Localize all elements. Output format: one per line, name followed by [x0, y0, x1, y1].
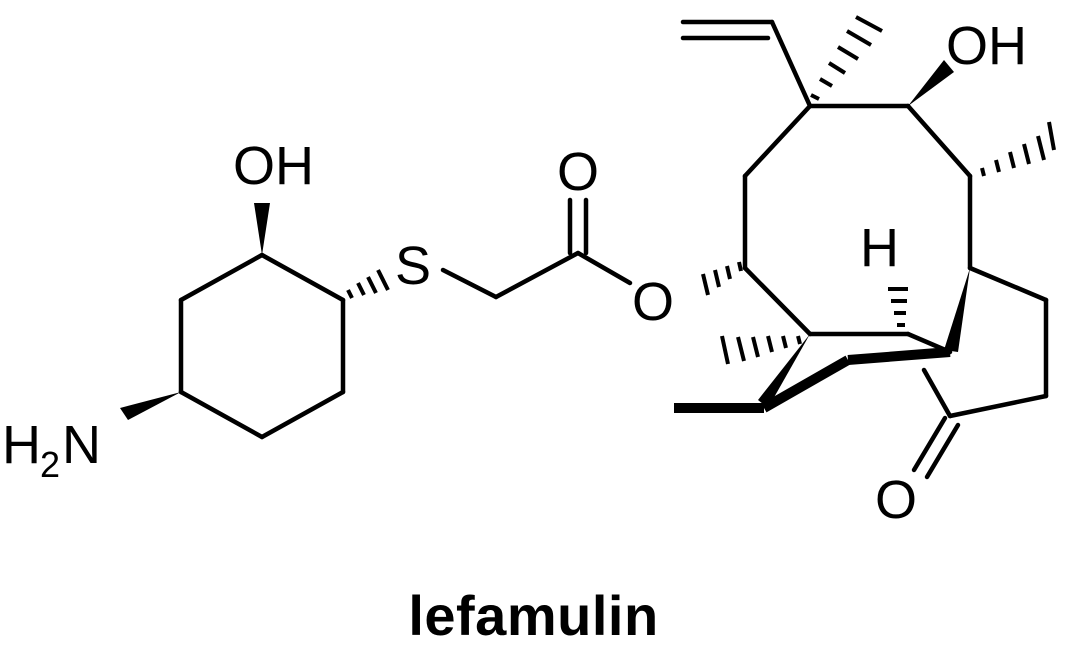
compound-name-label: lefamulin [408, 584, 659, 647]
hash-bond-methyl-top [810, 15, 883, 101]
wedge-bond-nh2 [120, 392, 181, 420]
cyclohexane-ring [178, 252, 346, 440]
wedge-bond-ring-fusion [758, 334, 810, 408]
wedge-bond-bridge [944, 268, 970, 352]
sulfur-label: S [395, 236, 431, 296]
thioacetate-chain [440, 197, 633, 300]
hash-bond-methyl-bottom [720, 335, 802, 365]
ester-oxygen-label: O [632, 272, 674, 332]
wedge-bond-oh-right [908, 60, 954, 106]
hash-bond-ester [701, 261, 743, 296]
amine-label: H 2 N [2, 415, 101, 485]
ketone-oxygen-label: O [875, 470, 917, 530]
bridgehead-hydrogen-label: H [860, 218, 899, 278]
hash-bond-methyl-right [980, 121, 1056, 177]
carbonyl-oxygen-label: O [557, 142, 599, 202]
cyclopentanone-ring [911, 265, 1049, 480]
hash-bond-bridgehead-h [888, 287, 908, 327]
hash-bond-c-s [346, 269, 390, 299]
cyclooctane-ring [742, 103, 973, 337]
svg-text:2: 2 [40, 444, 60, 485]
hydroxyl-right-label: OH [946, 16, 1027, 76]
svg-text:N: N [62, 415, 101, 475]
lefamulin-structure-diagram: OH H 2 N S O O [2, 15, 1056, 530]
svg-text:H: H [2, 415, 41, 475]
bold-bridge-bonds [674, 331, 953, 413]
wedge-bond-oh-left [254, 203, 270, 255]
vinyl-group [680, 19, 813, 109]
hydroxyl-left-label: OH [233, 136, 314, 196]
